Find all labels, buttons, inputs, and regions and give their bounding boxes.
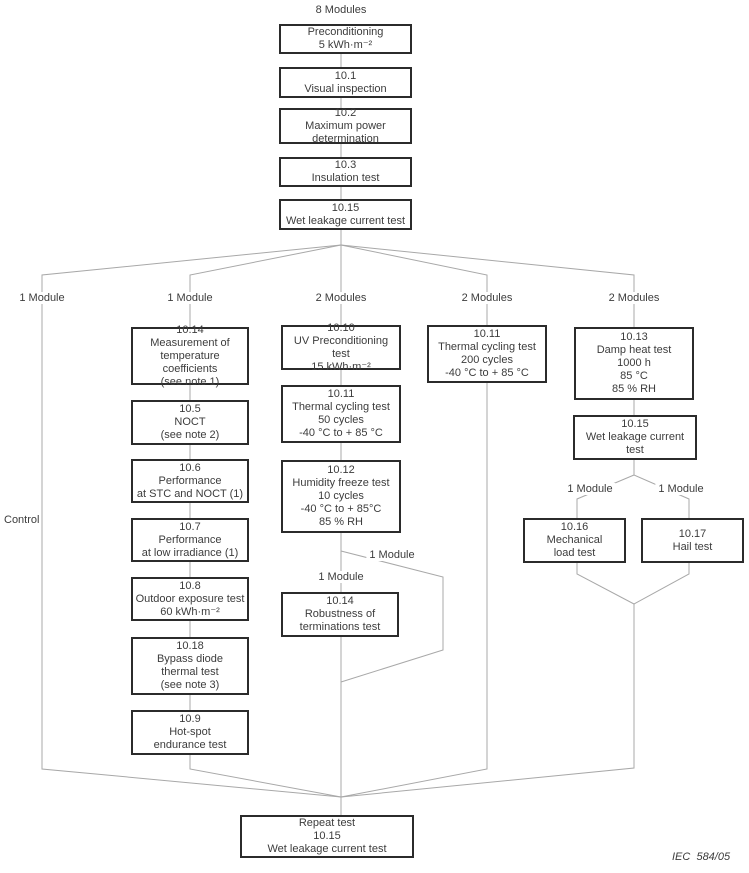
node-bypass-diode-thermal-test: 10.18 Bypass diode thermal test (see not…	[131, 637, 249, 695]
node-repeat-wet-leakage-test: Repeat test 10.15 Wet leakage current te…	[240, 815, 414, 858]
branch-label-2-modules-damp: 2 Modules	[605, 292, 663, 304]
robustness-1-module-label: 1 Module	[315, 571, 367, 583]
control-label: Control	[4, 514, 40, 526]
branch-label-2-modules-thermal: 2 Modules	[458, 292, 516, 304]
node-visual-inspection: 10.1 Visual inspection	[279, 67, 412, 98]
branch-label-2-modules-uv: 2 Modules	[312, 292, 370, 304]
node-hail-test: 10.17 Hail test	[641, 518, 744, 563]
iec-figure-credit: IEC 584/05	[672, 851, 731, 863]
node-mechanical-load-test: 10.16 Mechanical load test	[523, 518, 626, 563]
branch-label-1-module: 1 Module	[164, 292, 216, 304]
node-uv-preconditioning-test: 10.10 UV Preconditioning test 15 kWh·m⁻²	[281, 322, 401, 373]
branch-label-1-module-control: 1 Module	[16, 292, 68, 304]
node-performance-stc-noct: 10.6 Performance at STC and NOCT (1)	[131, 459, 249, 503]
node-damp-heat-test: 10.13 Damp heat test 1000 h 85 °C 85 % R…	[574, 327, 694, 400]
node-maximum-power-determination: 10.2 Maximum power determination	[279, 107, 412, 145]
node-robustness-of-terminations: 10.14 Robustness of terminations test	[281, 592, 399, 637]
node-wet-leakage-after-damp-heat: 10.15 Wet leakage current test	[573, 415, 697, 460]
hail-1-module-label: 1 Module	[655, 483, 707, 495]
node-thermal-cycling-200: 10.11 Thermal cycling test 200 cycles -4…	[427, 325, 547, 383]
node-insulation-test: 10.3 Insulation test	[279, 157, 412, 187]
node-humidity-freeze-test: 10.12 Humidity freeze test 10 cycles -40…	[281, 460, 401, 533]
node-wet-leakage-current-test: 10.15 Wet leakage current test	[279, 199, 412, 230]
node-outdoor-exposure-test: 10.8 Outdoor exposure test 60 kWh·m⁻²	[131, 577, 249, 621]
mechanical-1-module-label: 1 Module	[564, 483, 616, 495]
top-modules-label: 8 Modules	[312, 4, 370, 16]
node-preconditioning: Preconditioning 5 kWh·m⁻²	[279, 24, 412, 54]
bypass-1-module-label: 1 Module	[366, 549, 418, 561]
node-thermal-cycling-50: 10.11 Thermal cycling test 50 cycles -40…	[281, 385, 401, 443]
node-hot-spot-endurance-test: 10.9 Hot-spot endurance test	[131, 710, 249, 755]
node-temperature-coefficients: 10.14 Measurement of temperature coeffic…	[131, 324, 249, 388]
node-noct: 10.5 NOCT (see note 2)	[131, 400, 249, 445]
node-performance-low-irradiance: 10.7 Performance at low irradiance (1)	[131, 518, 249, 562]
